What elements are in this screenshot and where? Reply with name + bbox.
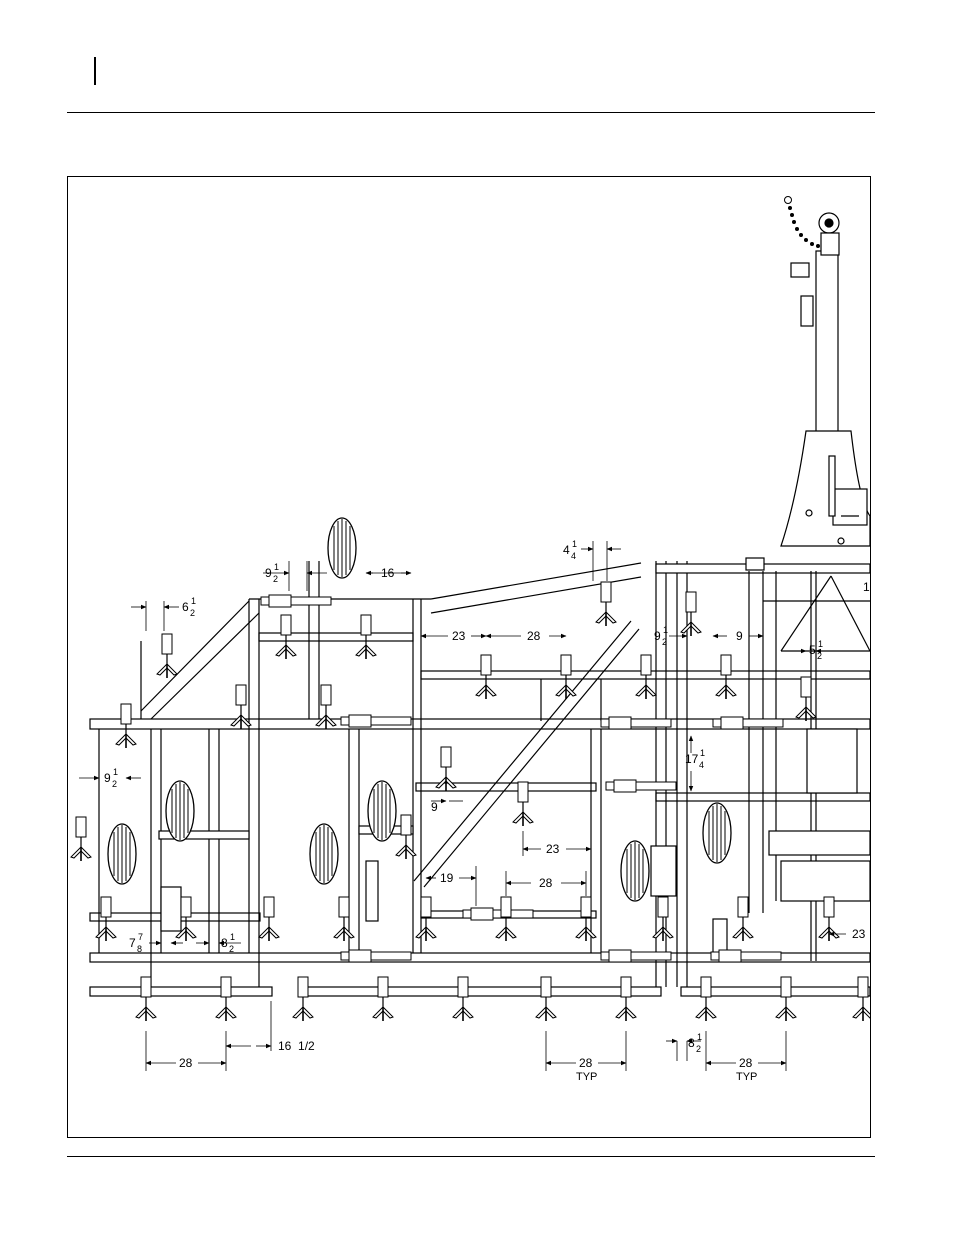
svg-text:1: 1 [697, 1032, 702, 1042]
svg-text:2: 2 [817, 651, 822, 661]
dim-label: 28 [539, 876, 553, 890]
svg-text:1: 1 [818, 639, 823, 649]
dim-label: 16 [381, 566, 395, 580]
header-rule [67, 112, 875, 113]
dim-label: 9 [736, 629, 743, 643]
svg-text:5: 5 [809, 643, 816, 657]
svg-text:2: 2 [696, 1044, 701, 1054]
svg-text:9: 9 [104, 771, 111, 785]
field-cultivator-layout-drawing: 912 16 612 414 23 28 912 9 512 1 912 171… [68, 177, 870, 1137]
svg-text:1: 1 [274, 562, 279, 572]
hitch-assembly [781, 213, 870, 546]
svg-text:1: 1 [700, 748, 705, 758]
dim-label: 23 [546, 842, 560, 856]
svg-text:1: 1 [113, 767, 118, 777]
svg-text:8: 8 [688, 1036, 695, 1050]
svg-text:1: 1 [191, 596, 196, 606]
svg-text:1: 1 [572, 539, 577, 549]
dim-label: 28 [527, 629, 541, 643]
svg-text:17: 17 [685, 752, 699, 766]
svg-text:9: 9 [265, 566, 272, 580]
dim-label: 28 [179, 1056, 193, 1070]
svg-text:4: 4 [563, 543, 570, 557]
svg-text:2: 2 [190, 608, 195, 618]
svg-text:4: 4 [571, 551, 576, 561]
svg-text:9: 9 [654, 629, 661, 643]
dim-label: 23 [452, 629, 466, 643]
header-tab-line [94, 57, 96, 85]
dim-label: 23 [852, 927, 866, 941]
svg-text:7: 7 [129, 936, 136, 950]
svg-text:8: 8 [221, 936, 228, 950]
svg-text:28: 28 [739, 1056, 753, 1070]
svg-text:4: 4 [699, 760, 704, 770]
svg-text:TYP: TYP [576, 1071, 597, 1083]
dim-label: 9 [431, 800, 438, 814]
svg-text:8: 8 [137, 944, 142, 954]
svg-text:1: 1 [663, 625, 668, 635]
dim-label: 1 [863, 580, 870, 594]
svg-text:1: 1 [230, 932, 235, 942]
svg-text:7: 7 [138, 932, 143, 942]
dim-label: 16 1/2 [278, 1039, 315, 1053]
gauge-wheels [108, 518, 731, 901]
svg-text:2: 2 [112, 779, 117, 789]
svg-text:2: 2 [662, 637, 667, 647]
svg-text:2: 2 [273, 574, 278, 584]
frame-tubes [90, 558, 870, 996]
svg-text:2: 2 [229, 944, 234, 954]
dim-label: 19 [440, 871, 454, 885]
svg-text:28: 28 [579, 1056, 593, 1070]
svg-text:6: 6 [182, 600, 189, 614]
svg-text:TYP: TYP [736, 1071, 757, 1083]
footer-rule [67, 1156, 875, 1157]
safety-chain [785, 197, 821, 249]
